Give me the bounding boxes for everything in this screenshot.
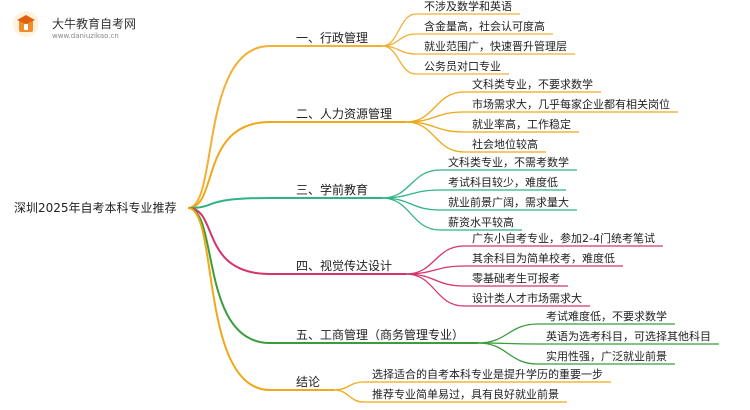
leaf-label: 其余科目为简单校考，难度低 xyxy=(472,251,615,265)
branch-label: 四、视觉传达设计 xyxy=(296,258,392,273)
leaf-connector xyxy=(381,13,417,47)
leaf-label: 社会地位较高 xyxy=(472,137,538,151)
leaf-label: 选择适合的自考本科专业是提升学历的重要一步 xyxy=(372,367,603,381)
leaf-label: 公务员对口专业 xyxy=(424,59,501,73)
leaf-label: 考试科目较少，难度低 xyxy=(448,175,558,189)
brand-url: www.daniuzikao.cn xyxy=(52,32,119,40)
leaf-label: 英语为选考科目，可选择其他科目 xyxy=(546,329,711,343)
brand-name: 大牛教育自考网 xyxy=(52,17,137,31)
leaf-label: 文科类专业，不要求数学 xyxy=(472,77,593,91)
leaf-label: 考试难度低，不要求数学 xyxy=(546,309,667,323)
leaf-label: 广东小自考专业，参加2-4门统考笔试 xyxy=(472,231,655,245)
branch-label: 五、工商管理（商务管理专业） xyxy=(296,327,464,342)
graduation-cap-icon xyxy=(13,11,39,37)
brand-logo: 大牛教育自考网 www.daniuzikao.cn xyxy=(12,10,162,50)
leaf-label: 文科类专业，不需考数学 xyxy=(448,155,569,169)
leaf-connector xyxy=(406,121,465,153)
leaf-connector xyxy=(333,389,365,403)
leaf-connector xyxy=(478,323,539,344)
branch-connector xyxy=(187,121,271,209)
branch-connector xyxy=(187,207,271,275)
branch-connector xyxy=(187,197,271,209)
leaf-label: 就业率高，工作稳定 xyxy=(472,117,571,131)
leaf-connector xyxy=(381,45,417,75)
leaf-label: 零基础考生可报考 xyxy=(472,271,560,285)
leaf-label: 设计类人才市场需求大 xyxy=(472,291,582,305)
branch-label: 三、学前教育 xyxy=(296,182,368,197)
leaf-connector xyxy=(478,342,539,365)
leaf-connector xyxy=(406,273,465,307)
branch-label: 结论 xyxy=(296,375,320,389)
leaf-label: 就业范围广，快速晋升管理层 xyxy=(424,39,567,53)
leaf-label: 推荐专业简单易过，具有良好就业前景 xyxy=(372,387,559,401)
leaf-label: 实用性强，广泛就业前景 xyxy=(546,349,667,363)
branch-connector xyxy=(187,45,271,209)
leaf-connector xyxy=(334,381,365,391)
leaf-label: 薪资水平较高 xyxy=(448,215,514,229)
branch-connector xyxy=(187,207,271,344)
leaf-connector xyxy=(382,197,441,231)
branch-label: 二、人力资源管理 xyxy=(296,106,392,121)
leaf-label: 含金量高，社会认可度高 xyxy=(424,19,545,33)
leaf-label: 不涉及数学和英语 xyxy=(424,0,512,13)
root-label: 深圳2025年自考本科专业推荐 xyxy=(14,200,177,215)
leaf-label: 就业前景广阔，需求量大 xyxy=(448,195,569,209)
branch-connector xyxy=(187,207,271,391)
branch-label: 一、行政管理 xyxy=(296,30,368,45)
leaf-label: 市场需求大，几乎每家企业都有相关岗位 xyxy=(472,97,670,111)
